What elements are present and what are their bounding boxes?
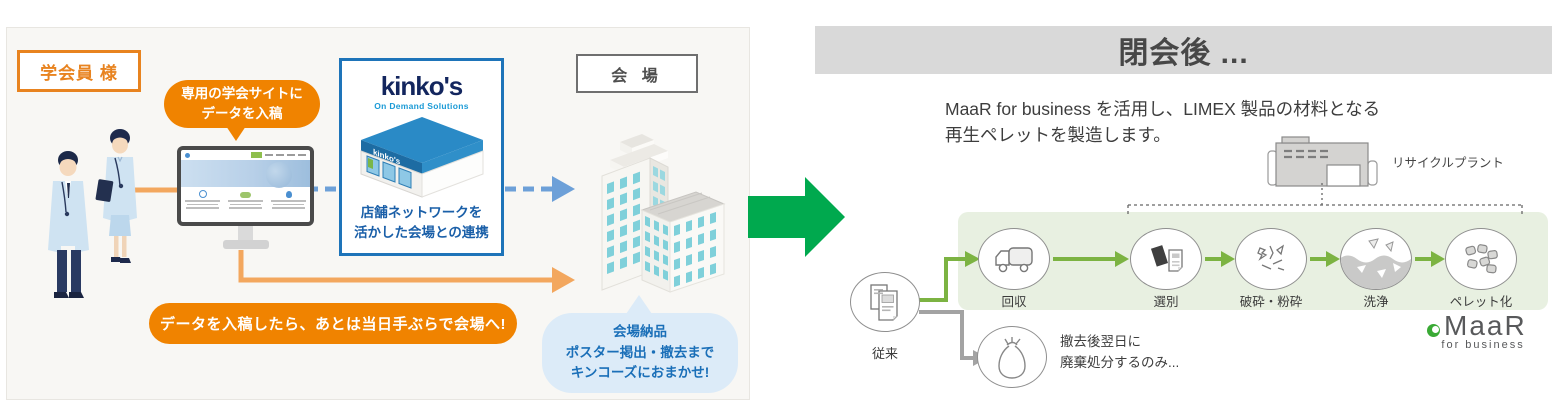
recycle-plant-icon bbox=[1267, 136, 1378, 187]
conventional-label: 従来 bbox=[871, 346, 898, 361]
maar-logo-sub: for business bbox=[1441, 339, 1525, 351]
maar-route-arrowhead-icon bbox=[965, 251, 980, 267]
description-line1: MaaR for business を活用し、LIMEX 製品の材料となる bbox=[945, 99, 1381, 119]
hands-free-banner-text: データを入稿したら、あとは当日手ぶらで会場へ! bbox=[159, 316, 507, 333]
kinkos-caption: 店舗ネットワークを 活かした会場との連携 bbox=[354, 203, 489, 244]
kinkos-caption-line2: 活かした会場との連携 bbox=[354, 225, 489, 241]
earth-image bbox=[266, 162, 292, 188]
washing-icon bbox=[1341, 238, 1411, 289]
trash-bag-icon bbox=[998, 337, 1026, 379]
building-tower-low bbox=[640, 191, 726, 293]
after-closing-header: 閉会後 ... bbox=[815, 26, 1552, 74]
kinkos-card: kinko's On Demand Solutions kinko's 店舗ネッ… bbox=[339, 58, 504, 256]
site-nav bbox=[251, 152, 306, 158]
conventional-route-arrow bbox=[919, 310, 973, 360]
big-green-arrowhead-icon bbox=[805, 177, 845, 257]
blue-arrowhead-icon bbox=[552, 176, 575, 202]
flow-step-pelletizing bbox=[1445, 228, 1517, 290]
kinkos-caption-line1: 店舗ネットワークを bbox=[360, 205, 483, 220]
site-feature-column bbox=[226, 190, 265, 209]
lightbulb-icon bbox=[285, 191, 292, 198]
venue-label-box: 会 場 bbox=[576, 54, 698, 93]
venue-bubble-line1: 会場納品 bbox=[613, 323, 667, 339]
kinkos-tagline: On Demand Solutions bbox=[374, 101, 469, 111]
pellets-icon bbox=[1465, 244, 1498, 274]
flow-step-crushing bbox=[1235, 228, 1307, 290]
after-closing-title: 閉会後 ... bbox=[1118, 37, 1249, 70]
storefront-illustration: kinko's bbox=[360, 117, 483, 198]
submit-data-speech-bubble: 専用の学会サイトに データを入稿 bbox=[164, 80, 320, 141]
doctors-illustration bbox=[48, 129, 137, 298]
step-label-washing: 洗浄 bbox=[1363, 295, 1389, 309]
maar-logo-icon bbox=[1427, 323, 1440, 337]
kinkos-logo: kinko's bbox=[380, 71, 464, 101]
step-label-sorting: 選別 bbox=[1153, 295, 1179, 309]
flow-step-washing bbox=[1340, 228, 1412, 290]
big-green-arrow bbox=[748, 196, 805, 238]
orange-arrowhead-icon bbox=[552, 267, 575, 293]
venue-label: 会 場 bbox=[611, 67, 663, 85]
flow-step-collection bbox=[978, 228, 1050, 290]
maar-logo: MaaR for business bbox=[1427, 310, 1527, 351]
step-label-pelletizing: ペレット化 bbox=[1449, 295, 1513, 309]
recycling-panel: 閉会後 ... MaaR for business を活用し、LIMEX 製品の… bbox=[815, 0, 1552, 415]
doctor-man-figure bbox=[48, 151, 89, 298]
site-logo-icon bbox=[185, 152, 190, 158]
venue-service-bubble: 会場納品 ポスター掲出・撤去まで キンコーズにおまかせ! bbox=[542, 295, 738, 393]
submission-workflow-panel: 学会員 様 bbox=[6, 27, 750, 400]
hands-free-banner: データを入稿したら、あとは当日手ぶらで会場へ! bbox=[149, 303, 517, 344]
recycle-plant-label: リサイクルプラント bbox=[1392, 156, 1504, 170]
doctor-woman-figure bbox=[95, 129, 137, 263]
site-feature-column bbox=[183, 190, 222, 209]
maar-route-arrow bbox=[919, 257, 965, 302]
submit-bubble-line1: 専用の学会サイトに bbox=[181, 86, 303, 102]
conventional-source-circle bbox=[850, 272, 920, 332]
step-label-crushing: 破砕・粉砕 bbox=[1239, 295, 1303, 309]
disposal-circle bbox=[977, 326, 1047, 388]
venue-bubble-line3: キンコーズにおまかせ! bbox=[570, 365, 710, 381]
garbage-truck-icon bbox=[995, 247, 1033, 273]
venue-building-illustration bbox=[601, 134, 726, 293]
monitor-stand-neck bbox=[238, 226, 253, 240]
flow-step-sorting bbox=[1130, 228, 1202, 290]
disposal-note-line1: 撤去後翌日に bbox=[1060, 334, 1141, 349]
description-line2: 再生ペレットを製造します。 bbox=[945, 125, 1171, 145]
actor-label-box: 学会員 様 bbox=[17, 50, 141, 92]
monitor-illustration bbox=[177, 146, 314, 249]
sorting-documents-icon bbox=[1149, 243, 1183, 272]
monitor-stand-base bbox=[222, 240, 269, 249]
monitor-frame bbox=[177, 146, 314, 226]
site-feature-column bbox=[269, 190, 308, 209]
disposal-note: 撤去後翌日に 廃棄処分するのみ... bbox=[1060, 331, 1179, 373]
submit-bubble-line2: データを入稿 bbox=[201, 106, 283, 121]
cloud-icon bbox=[240, 192, 251, 198]
actor-label: 学会員 様 bbox=[40, 63, 118, 83]
site-hero-banner bbox=[181, 160, 310, 188]
maar-logo-name: MaaR bbox=[1444, 310, 1527, 341]
posters-icon bbox=[870, 284, 898, 321]
venue-bubble-line2: ポスター掲出・撤去まで bbox=[565, 344, 715, 360]
shards-icon bbox=[1257, 244, 1285, 271]
process-connectors bbox=[919, 183, 1523, 366]
step-label-collection: 回収 bbox=[1001, 295, 1027, 309]
plant-scope-bracket bbox=[1127, 204, 1523, 214]
recycling-description: MaaR for business を活用し、LIMEX 製品の材料となる 再生… bbox=[945, 96, 1380, 148]
globe-icon bbox=[198, 190, 207, 198]
monitor-to-venue-arrow bbox=[238, 250, 552, 283]
society-website-screen bbox=[181, 150, 310, 222]
disposal-note-line2: 廃棄処分するのみ... bbox=[1060, 355, 1180, 370]
step-arrows bbox=[1053, 251, 1445, 267]
